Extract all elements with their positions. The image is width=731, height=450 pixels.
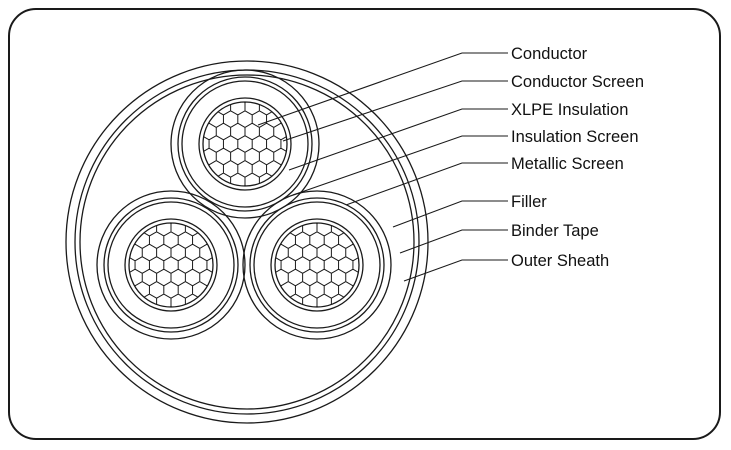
core-left (96, 190, 246, 340)
core-right (242, 190, 392, 340)
outer-sheath (65, 60, 429, 424)
leader-line-3 (292, 135, 508, 196)
binder-tape-inner (79, 74, 415, 410)
leader-line-6 (399, 229, 508, 254)
label-outer-sheath: Outer Sheath (511, 252, 609, 270)
core-right-conductor-screen (270, 218, 364, 312)
leader-line-2 (288, 108, 508, 171)
leader-line-1 (282, 80, 508, 142)
leader-line-5 (392, 200, 508, 228)
core-left-metallic-screen (96, 190, 246, 340)
core-right-conductor (274, 222, 360, 308)
diagram-frame (8, 8, 721, 440)
core-top-strand-pattern (203, 102, 287, 186)
core-top-metallic-screen (170, 69, 320, 219)
core-top-conductor-screen (198, 97, 292, 191)
core-left-xlpe-insulation (107, 201, 235, 329)
core-right-metallic-screen (242, 190, 392, 340)
core-right-xlpe-insulation (253, 201, 381, 329)
leader-line-7 (403, 259, 508, 282)
core-left-insulation-screen (103, 197, 239, 333)
label-xlpe-insulation: XLPE Insulation (511, 101, 628, 119)
core-left-conductor (128, 222, 214, 308)
core-top-insulation-screen (177, 76, 313, 212)
cable-cores (96, 69, 392, 340)
core-top-xlpe-insulation (181, 80, 309, 208)
label-binder-tape: Binder Tape (511, 222, 599, 240)
leader-lines (257, 52, 508, 282)
leader-line-0 (257, 52, 508, 126)
core-right-insulation-screen (249, 197, 385, 333)
label-list: Conductor Conductor Screen XLPE Insulati… (511, 45, 644, 270)
core-left-conductor-screen (124, 218, 218, 312)
label-conductor-screen: Conductor Screen (511, 73, 644, 91)
core-top (170, 69, 320, 219)
label-filler: Filler (511, 193, 547, 211)
label-insulation-screen: Insulation Screen (511, 128, 639, 146)
label-conductor: Conductor (511, 45, 588, 63)
label-metallic-screen: Metallic Screen (511, 155, 624, 173)
core-left-strand-pattern (129, 223, 213, 307)
core-right-strand-pattern (275, 223, 359, 307)
core-top-conductor (202, 101, 288, 187)
leader-line-4 (345, 162, 508, 206)
